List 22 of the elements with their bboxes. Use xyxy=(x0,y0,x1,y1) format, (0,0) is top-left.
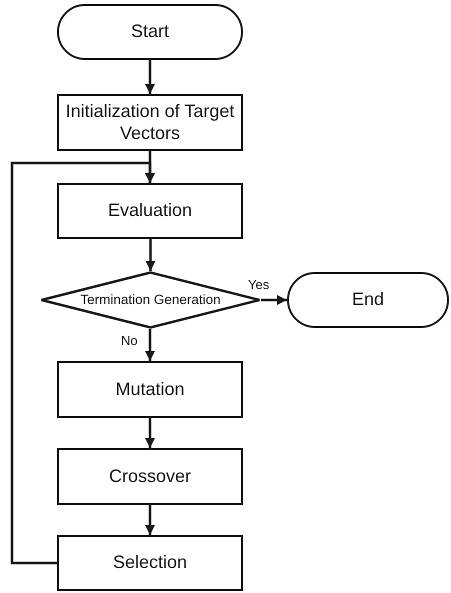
edge-label: Yes xyxy=(247,278,270,292)
process-box xyxy=(57,535,243,591)
node-label: Mutation xyxy=(115,378,185,400)
process-box xyxy=(57,183,243,239)
arrow xyxy=(145,60,155,94)
arrow xyxy=(10,162,155,564)
node-label: Termination Generation xyxy=(80,292,221,308)
edge-label: No xyxy=(120,334,139,348)
arrow xyxy=(145,329,155,361)
arrow xyxy=(146,239,156,271)
process-box xyxy=(57,448,243,505)
node-label: Start xyxy=(130,21,169,43)
arrow xyxy=(261,295,287,305)
process-box xyxy=(57,361,243,418)
node-label: Initialization of Target Vectors xyxy=(64,100,236,144)
node-label: Selection xyxy=(112,552,188,574)
node-label: Crossover xyxy=(108,466,192,488)
node-label: End xyxy=(352,289,384,311)
arrow xyxy=(145,505,155,535)
process-box xyxy=(57,94,243,151)
arrow xyxy=(145,418,155,448)
node-label: Evaluation xyxy=(108,200,192,222)
